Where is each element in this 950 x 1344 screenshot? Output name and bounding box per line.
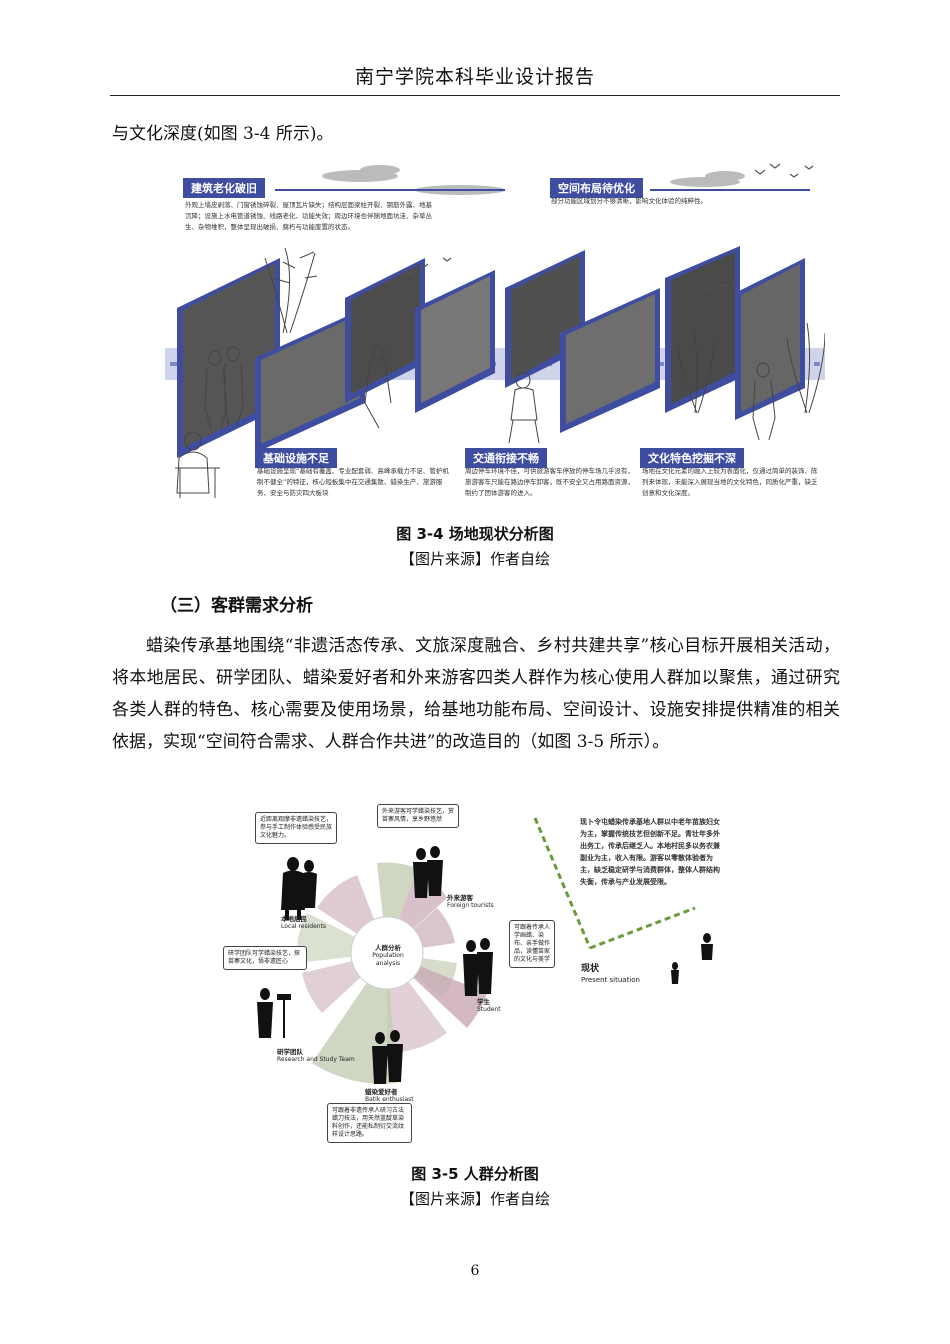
bubble-research: 研学团队可学蜡染技艺，探苗寨文化，悟非遗匠心 bbox=[223, 946, 307, 970]
text-traffic: 周边停车环境不佳，可供旅游客车停放的停车场几乎没有，旅游客车只能在路边停车卸客，… bbox=[465, 467, 634, 497]
label-student-cn: 学生 bbox=[477, 998, 490, 1006]
center-label-cn: 人群分析 bbox=[375, 944, 401, 952]
header-rule bbox=[110, 95, 840, 96]
label-local-en: Local residents bbox=[281, 923, 327, 930]
bubble-student: 可跟着传承人学画蜡、染布、亲手做作品，读懂苗家的文化与美学 bbox=[509, 920, 555, 968]
section-heading: （三）客群需求分析 bbox=[160, 596, 313, 616]
bubble-batik: 可跟着非遗传承人研习古法蜡刀技法，用天然蓝靛草染料创作，还能私制衍交流纹样设计思… bbox=[327, 1103, 412, 1143]
label-batik-cn: 蜡染爱好者 bbox=[365, 1088, 398, 1096]
label-research: 研学团队 Research and Study Team bbox=[277, 1048, 355, 1064]
population-analysis-graphic bbox=[257, 817, 713, 1084]
site-analysis-graphic bbox=[165, 163, 825, 498]
label-research-cn: 研学团队 bbox=[277, 1048, 303, 1056]
label-local-cn: 本地居民 bbox=[281, 915, 307, 923]
text-layout: 部分功能区域划分不够清晰，影响文化体验的纯粹性。 bbox=[551, 197, 707, 205]
label-batik: 蜡染爱好者 Batik enthusiast bbox=[365, 1088, 414, 1104]
label-status-cn: 现状 bbox=[581, 964, 600, 974]
label-student-en: Student bbox=[477, 1006, 501, 1013]
figure1-source: 【图片来源】作者自绘 bbox=[399, 550, 550, 568]
bubble-foreign: 外来游客可学蜡染技艺，赏苗寨风情，享乡野悠然 bbox=[377, 804, 459, 828]
text-infrastructure: 基础设施呈现“基础有覆盖、专业配套弱、高峰承载力不足、管护机制不健全”的特征，核… bbox=[257, 467, 449, 497]
figure1-caption: 图 3-4 场地现状分析图 bbox=[396, 525, 554, 543]
site-analysis-figure: 建筑老化破旧 外观上墙皮剥落、门窗锈蚀碎裂、屋顶瓦片缺失；结构层面梁柱开裂、钢筋… bbox=[165, 158, 825, 508]
figure2-caption: 图 3-5 人群分析图 bbox=[411, 1165, 539, 1183]
tag-infrastructure: 基础设施不足 bbox=[255, 448, 337, 468]
text-culture: 场地在文化元素的融入上较为表面化，仅通过简单的装饰、陈列来体现，未能深入展现当地… bbox=[642, 467, 818, 497]
page-header: 南宁学院本科毕业设计报告 bbox=[354, 66, 595, 88]
figure2-source: 【图片来源】作者自绘 bbox=[399, 1190, 550, 1208]
center-label: 人群分析 Population analysis bbox=[365, 944, 411, 968]
tag-traffic: 交通衔接不畅 bbox=[465, 448, 547, 468]
tag-layout: 空间布局待优化 bbox=[550, 178, 643, 198]
tag-culture: 文化特色挖掘不深 bbox=[640, 448, 744, 468]
photo-panels bbox=[177, 246, 805, 458]
intro-line: 与文化深度(如图 3-4 所示)。 bbox=[112, 124, 334, 144]
label-student: 学生 Student bbox=[477, 998, 501, 1014]
tag-building-aging: 建筑老化破旧 bbox=[183, 178, 265, 198]
tag-line bbox=[275, 189, 505, 191]
label-foreign: 外来游客 Foreign tourists bbox=[447, 894, 494, 910]
label-batik-en: Batik enthusiast bbox=[365, 1096, 414, 1103]
status-text: 现卜令屯蜡染传承基地人群以中老年苗族妇女为主，掌握传统技艺但创新不足。青壮年多外… bbox=[580, 818, 720, 886]
label-foreign-en: Foreign tourists bbox=[447, 902, 494, 909]
label-status: 现状 Present situation bbox=[581, 964, 640, 986]
bubble-local: 近距离观摩非遗蜡染技艺，参与手工制作体验感受民族文化魅力。 bbox=[255, 812, 337, 844]
body-paragraph: 蜡染传承基地围绕“非遗活态传承、文旅深度融合、乡村共建共享”核心目标开展相关活动… bbox=[112, 636, 840, 752]
label-local: 本地居民 Local residents bbox=[281, 915, 326, 931]
text-building-aging: 外观上墙皮剥落、门窗锈蚀碎裂、屋顶瓦片缺失；结构层面梁柱开裂、钢筋外露、地基沉降… bbox=[185, 201, 432, 231]
page-number: 6 bbox=[470, 1263, 480, 1279]
label-foreign-cn: 外来游客 bbox=[447, 894, 473, 902]
tag-line bbox=[650, 189, 810, 191]
label-status-en: Present situation bbox=[581, 976, 640, 984]
population-analysis-figure: 人群分析 Population analysis 近距离观摩非遗蜡染技艺，参与手… bbox=[215, 798, 735, 1148]
center-label-en: Population analysis bbox=[372, 952, 404, 967]
label-research-en: Research and Study Team bbox=[277, 1056, 355, 1063]
